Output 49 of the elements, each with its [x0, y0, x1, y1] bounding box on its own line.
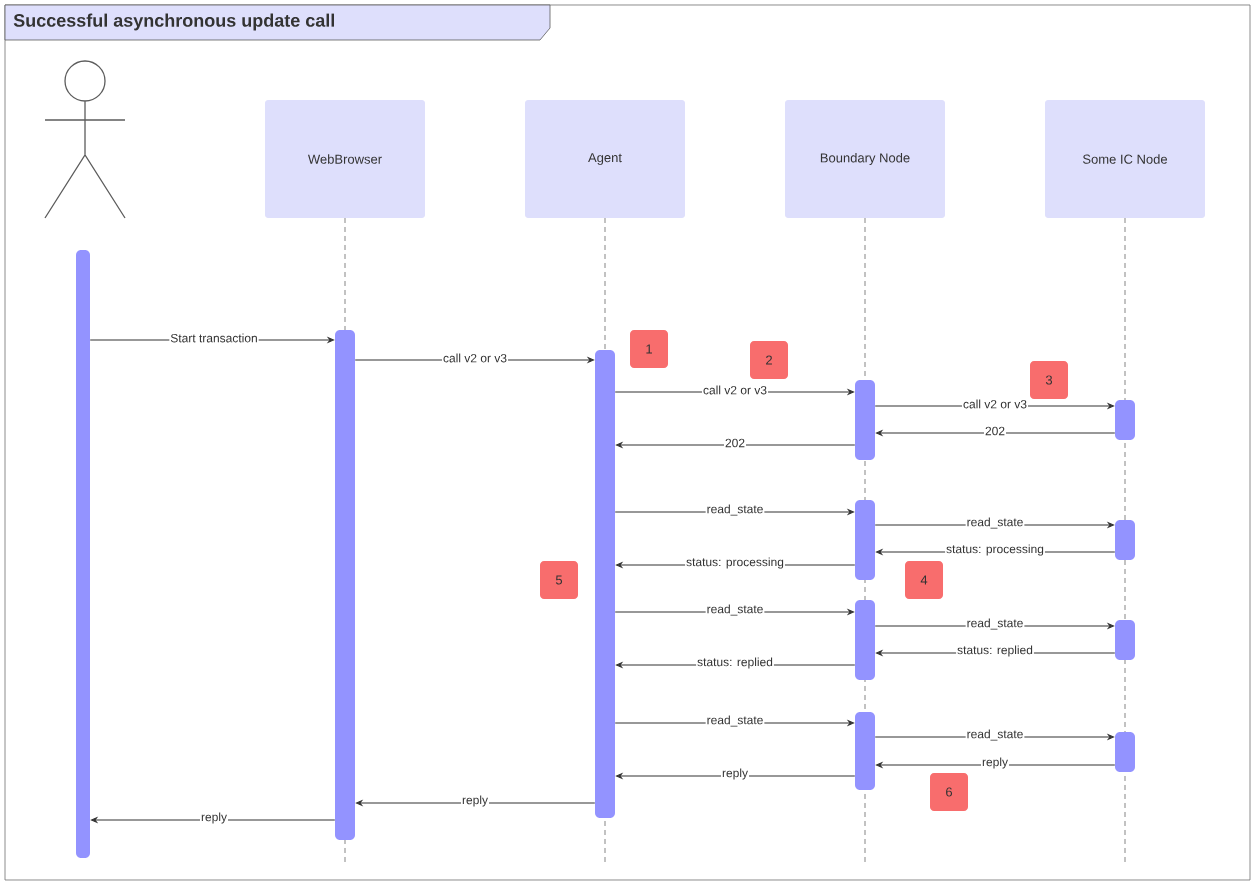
edge-label: 202 [984, 425, 1006, 437]
callout-number: 1 [630, 330, 668, 368]
edge-label: reply [461, 794, 489, 808]
activation-bar [1115, 400, 1135, 440]
title-tab: Successful asynchronous update call [4, 4, 551, 41]
arrow [875, 762, 1116, 768]
edge-label: call v2 or v3 [962, 398, 1028, 410]
edge-label: reply [200, 811, 228, 825]
activation-bar [855, 500, 875, 580]
participant-box: Some IC Node [1045, 100, 1205, 218]
edge-label: read_state [705, 503, 765, 517]
callout-number: 4 [905, 561, 943, 599]
arrow [615, 442, 856, 448]
participant-box: Boundary Node [785, 100, 945, 218]
edge-label: read_state [965, 617, 1025, 631]
activation-bar [76, 250, 90, 858]
activation-bar [1115, 520, 1135, 560]
edge-label: Start transaction [169, 332, 259, 344]
activation-bar [595, 350, 615, 818]
edge-label: read_state [705, 714, 765, 728]
activation-bar [855, 600, 875, 680]
edge-label: call v2 or v3 [702, 384, 768, 396]
edge-label: reply [981, 756, 1009, 770]
participant-box: Agent [525, 100, 685, 218]
activation-bar [855, 380, 875, 460]
edge-label: status: replied [696, 656, 774, 670]
activation-bar [1115, 620, 1135, 660]
arrow [355, 800, 596, 806]
callout-number: 2 [750, 341, 788, 379]
activation-bar [1115, 732, 1135, 772]
arrow [90, 817, 336, 823]
edge-label: read_state [965, 728, 1025, 742]
activation-bar [855, 712, 875, 790]
arrow [875, 430, 1116, 436]
edge-label: read_state [965, 516, 1025, 530]
edge-label: reply [721, 767, 749, 781]
callout-number: 6 [930, 773, 968, 811]
arrow [615, 773, 856, 779]
participant-box: WebBrowser [265, 100, 425, 218]
edge-label: read_state [705, 603, 765, 617]
person-icon [44, 60, 126, 219]
edge-label: 202 [724, 437, 746, 449]
activation-bar [335, 330, 355, 840]
edge-label: status: replied [956, 644, 1034, 658]
edge-label: status: processing [945, 543, 1045, 557]
callout-number: 5 [540, 561, 578, 599]
edge-label: call v2 or v3 [442, 352, 508, 364]
edge-label: status: processing [685, 556, 785, 570]
callout-number: 3 [1030, 361, 1068, 399]
